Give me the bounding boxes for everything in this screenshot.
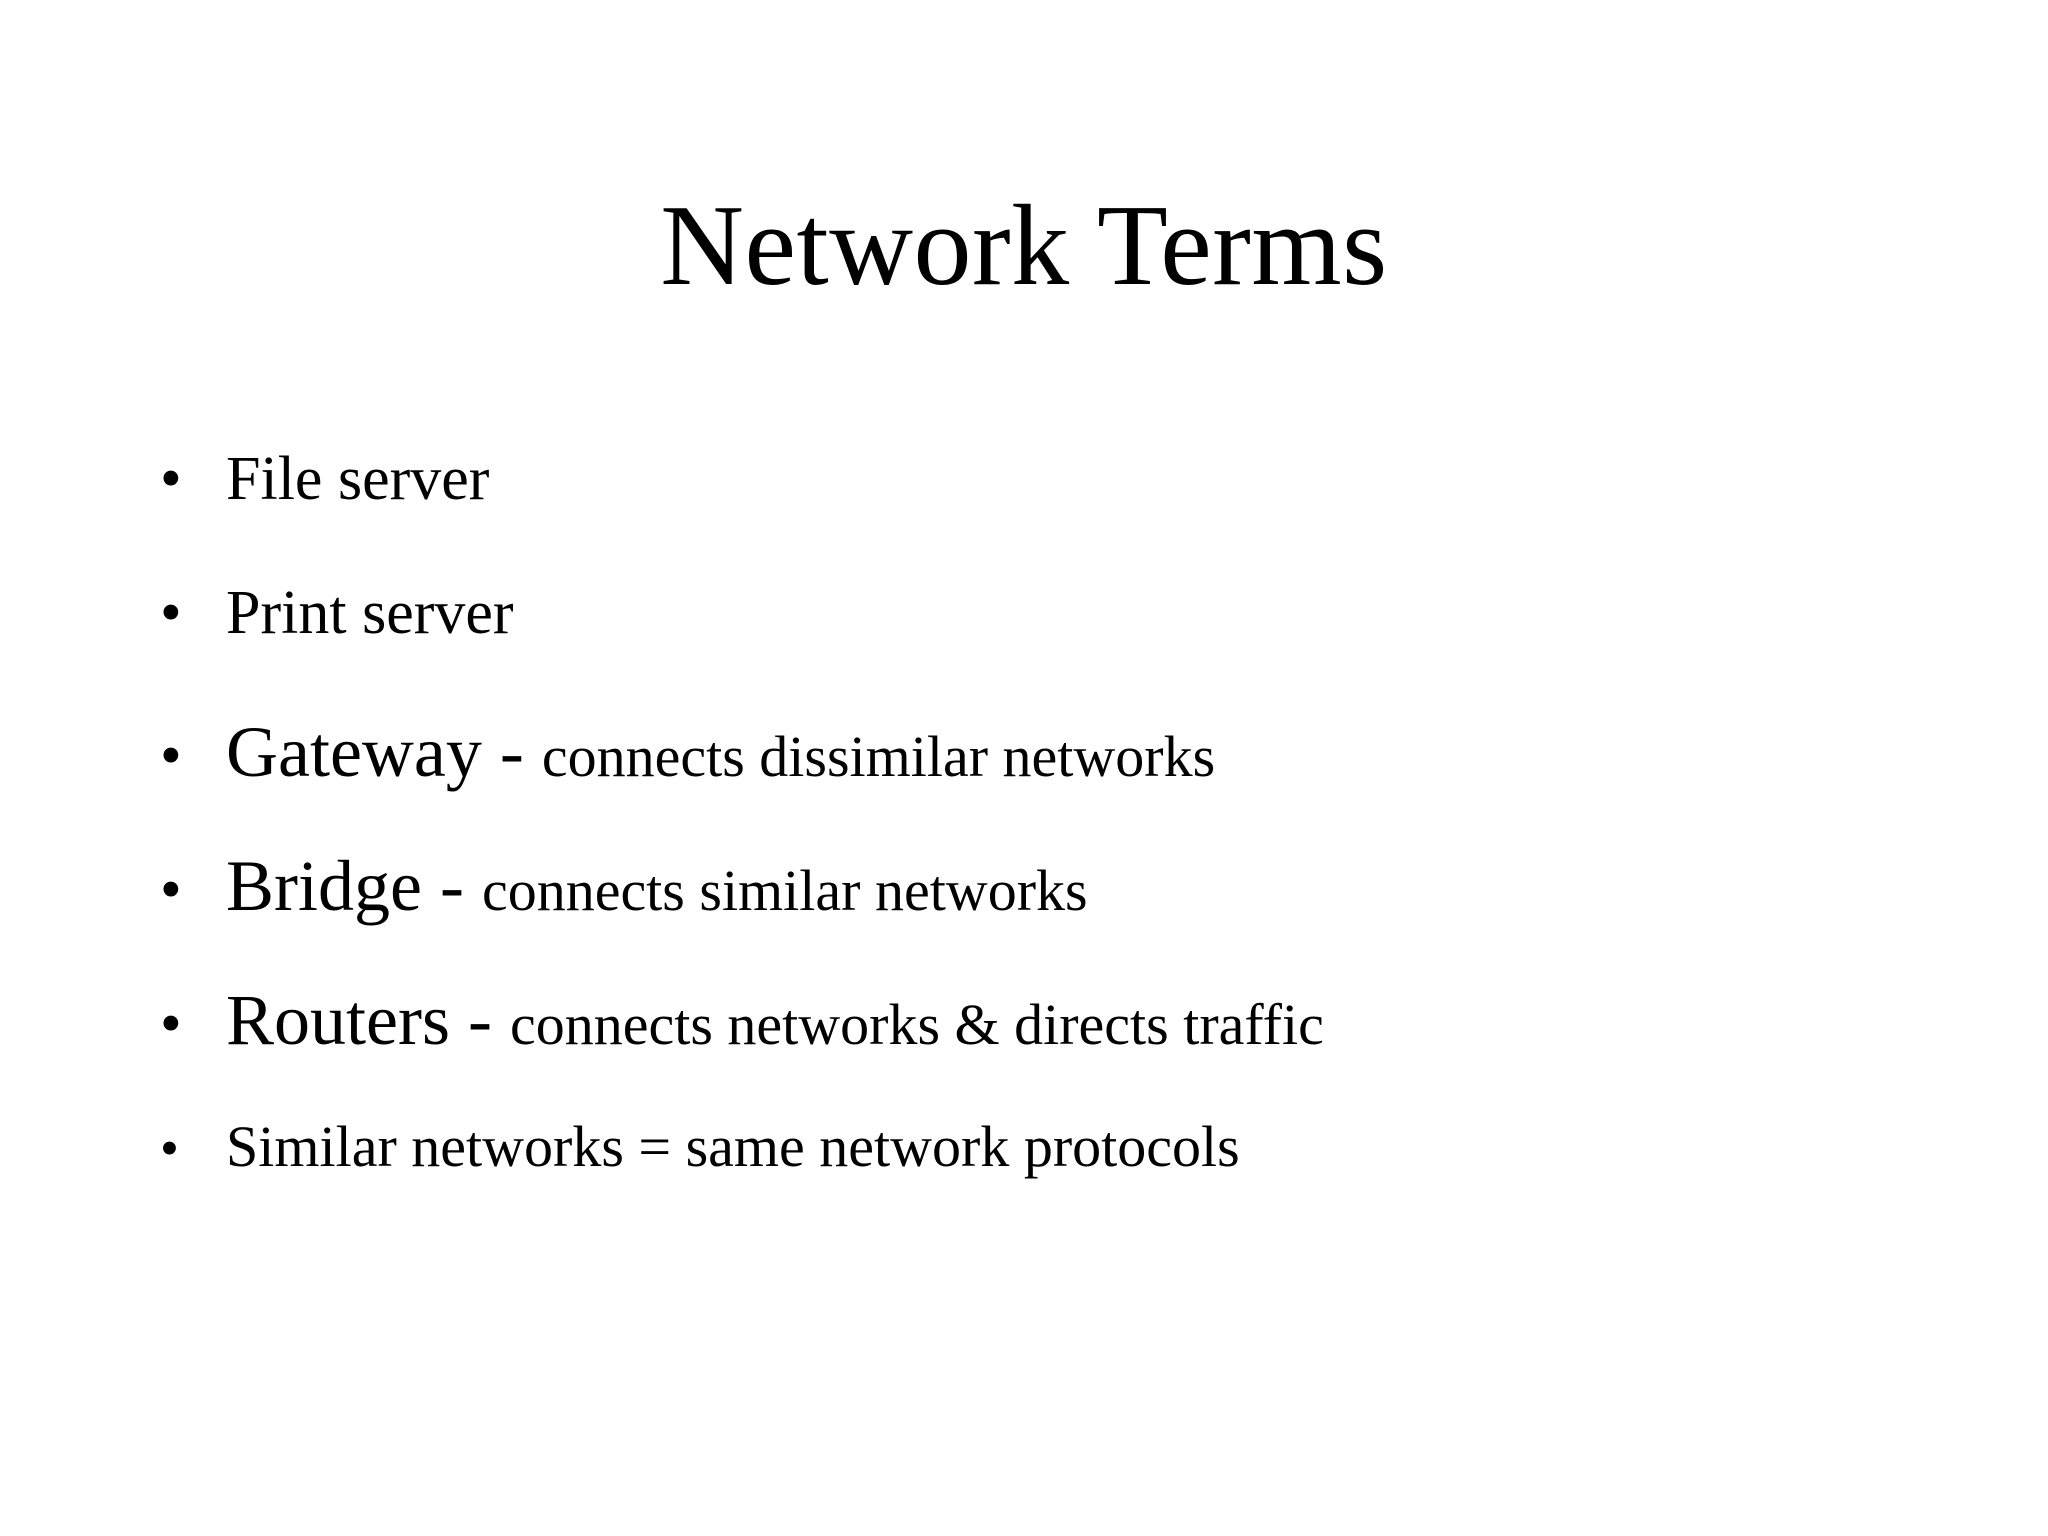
list-item-separator: -: [481, 712, 542, 792]
bullet-point-icon: •: [160, 579, 182, 647]
bullet-point-icon: •: [160, 856, 182, 924]
bullet-point-icon: •: [160, 722, 182, 790]
list-item-term: Similar networks = same network protocol…: [226, 1114, 1240, 1179]
list-item-term: Routers: [226, 980, 450, 1060]
list-item[interactable]: • Print server: [150, 582, 1928, 716]
list-item[interactable]: • Routers - connects networks & directs …: [150, 984, 1928, 1118]
list-item-text: Bridge - connects similar networks: [226, 850, 1928, 922]
list-item[interactable]: • File server: [150, 448, 1928, 582]
list-item-text: Print server: [226, 582, 1928, 644]
list-item-text: Gateway - connects dissimilar networks: [226, 716, 1928, 788]
list-item-term: Bridge: [226, 846, 422, 926]
list-item-text: Routers - connects networks & directs tr…: [226, 984, 1928, 1056]
list-item-text: Similar networks = same network protocol…: [226, 1118, 1928, 1176]
list-item-separator: -: [421, 846, 482, 926]
list-item-definition: connects networks & directs traffic: [509, 992, 1324, 1057]
list-item-term: File server: [226, 445, 490, 513]
list-item-separator: -: [449, 980, 510, 1060]
bullet-point-icon: •: [160, 445, 182, 513]
list-item[interactable]: • Similar networks = same network protoc…: [150, 1118, 1928, 1238]
bullet-list: • File server • Print server • Gateway -…: [150, 448, 1928, 1238]
list-item[interactable]: • Bridge - connects similar networks: [150, 850, 1928, 984]
list-item-term: Gateway: [226, 712, 482, 792]
list-item-definition: connects similar networks: [481, 858, 1088, 923]
list-item-definition: connects dissimilar networks: [541, 724, 1216, 789]
list-item-text: File server: [226, 448, 1928, 510]
bullet-point-icon: •: [160, 1118, 179, 1178]
bullet-point-icon: •: [160, 990, 182, 1058]
list-item[interactable]: • Gateway - connects dissimilar networks: [150, 716, 1928, 850]
list-item-term: Print server: [226, 579, 514, 647]
page-title: Network Terms: [660, 182, 1388, 310]
